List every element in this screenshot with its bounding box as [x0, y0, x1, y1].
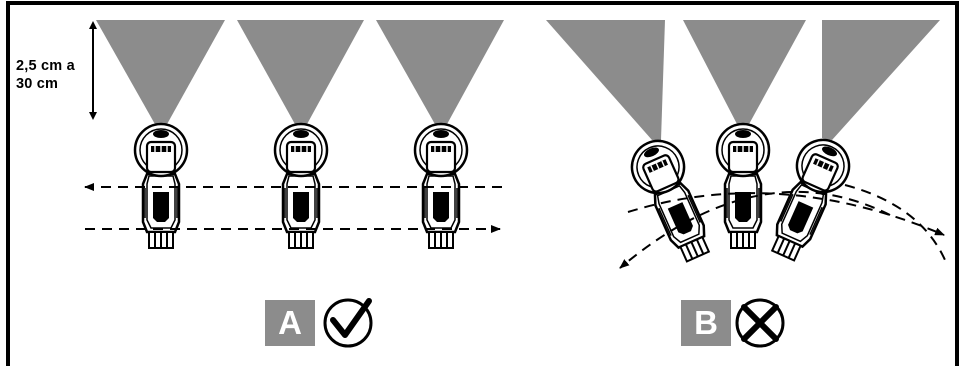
distance-line-2: 30 cm: [16, 76, 59, 92]
beam-b3: [822, 20, 940, 140]
badge-b: B: [681, 300, 731, 346]
panel-b-paths: [619, 184, 946, 269]
check-icon: [323, 298, 373, 348]
device-b3: [758, 130, 859, 268]
panel-a-paths: [84, 183, 502, 233]
distance-arrow: [89, 21, 97, 120]
frame-border: [6, 1, 959, 366]
badge-a: A: [265, 300, 315, 346]
cross-icon: [735, 298, 785, 348]
distance-label: 2,5 cm a 30 cm: [16, 57, 90, 93]
beam-a3: [376, 20, 504, 126]
device-b1: [622, 131, 723, 269]
panel-a-beams: [96, 20, 504, 126]
arc-path-left: [619, 191, 891, 269]
distance-line-1: 2,5 cm a: [16, 58, 75, 74]
beam-b2: [683, 20, 806, 126]
beam-b1: [546, 20, 665, 140]
beam-a1: [96, 20, 225, 126]
arc-path-outer: [844, 184, 946, 261]
panel-b-beams: [546, 20, 940, 140]
panel-b-devices: [622, 122, 859, 269]
device-b2: [715, 122, 771, 250]
arc-path-right: [627, 192, 945, 236]
device-a2: [273, 122, 329, 250]
beam-a2: [237, 20, 364, 126]
